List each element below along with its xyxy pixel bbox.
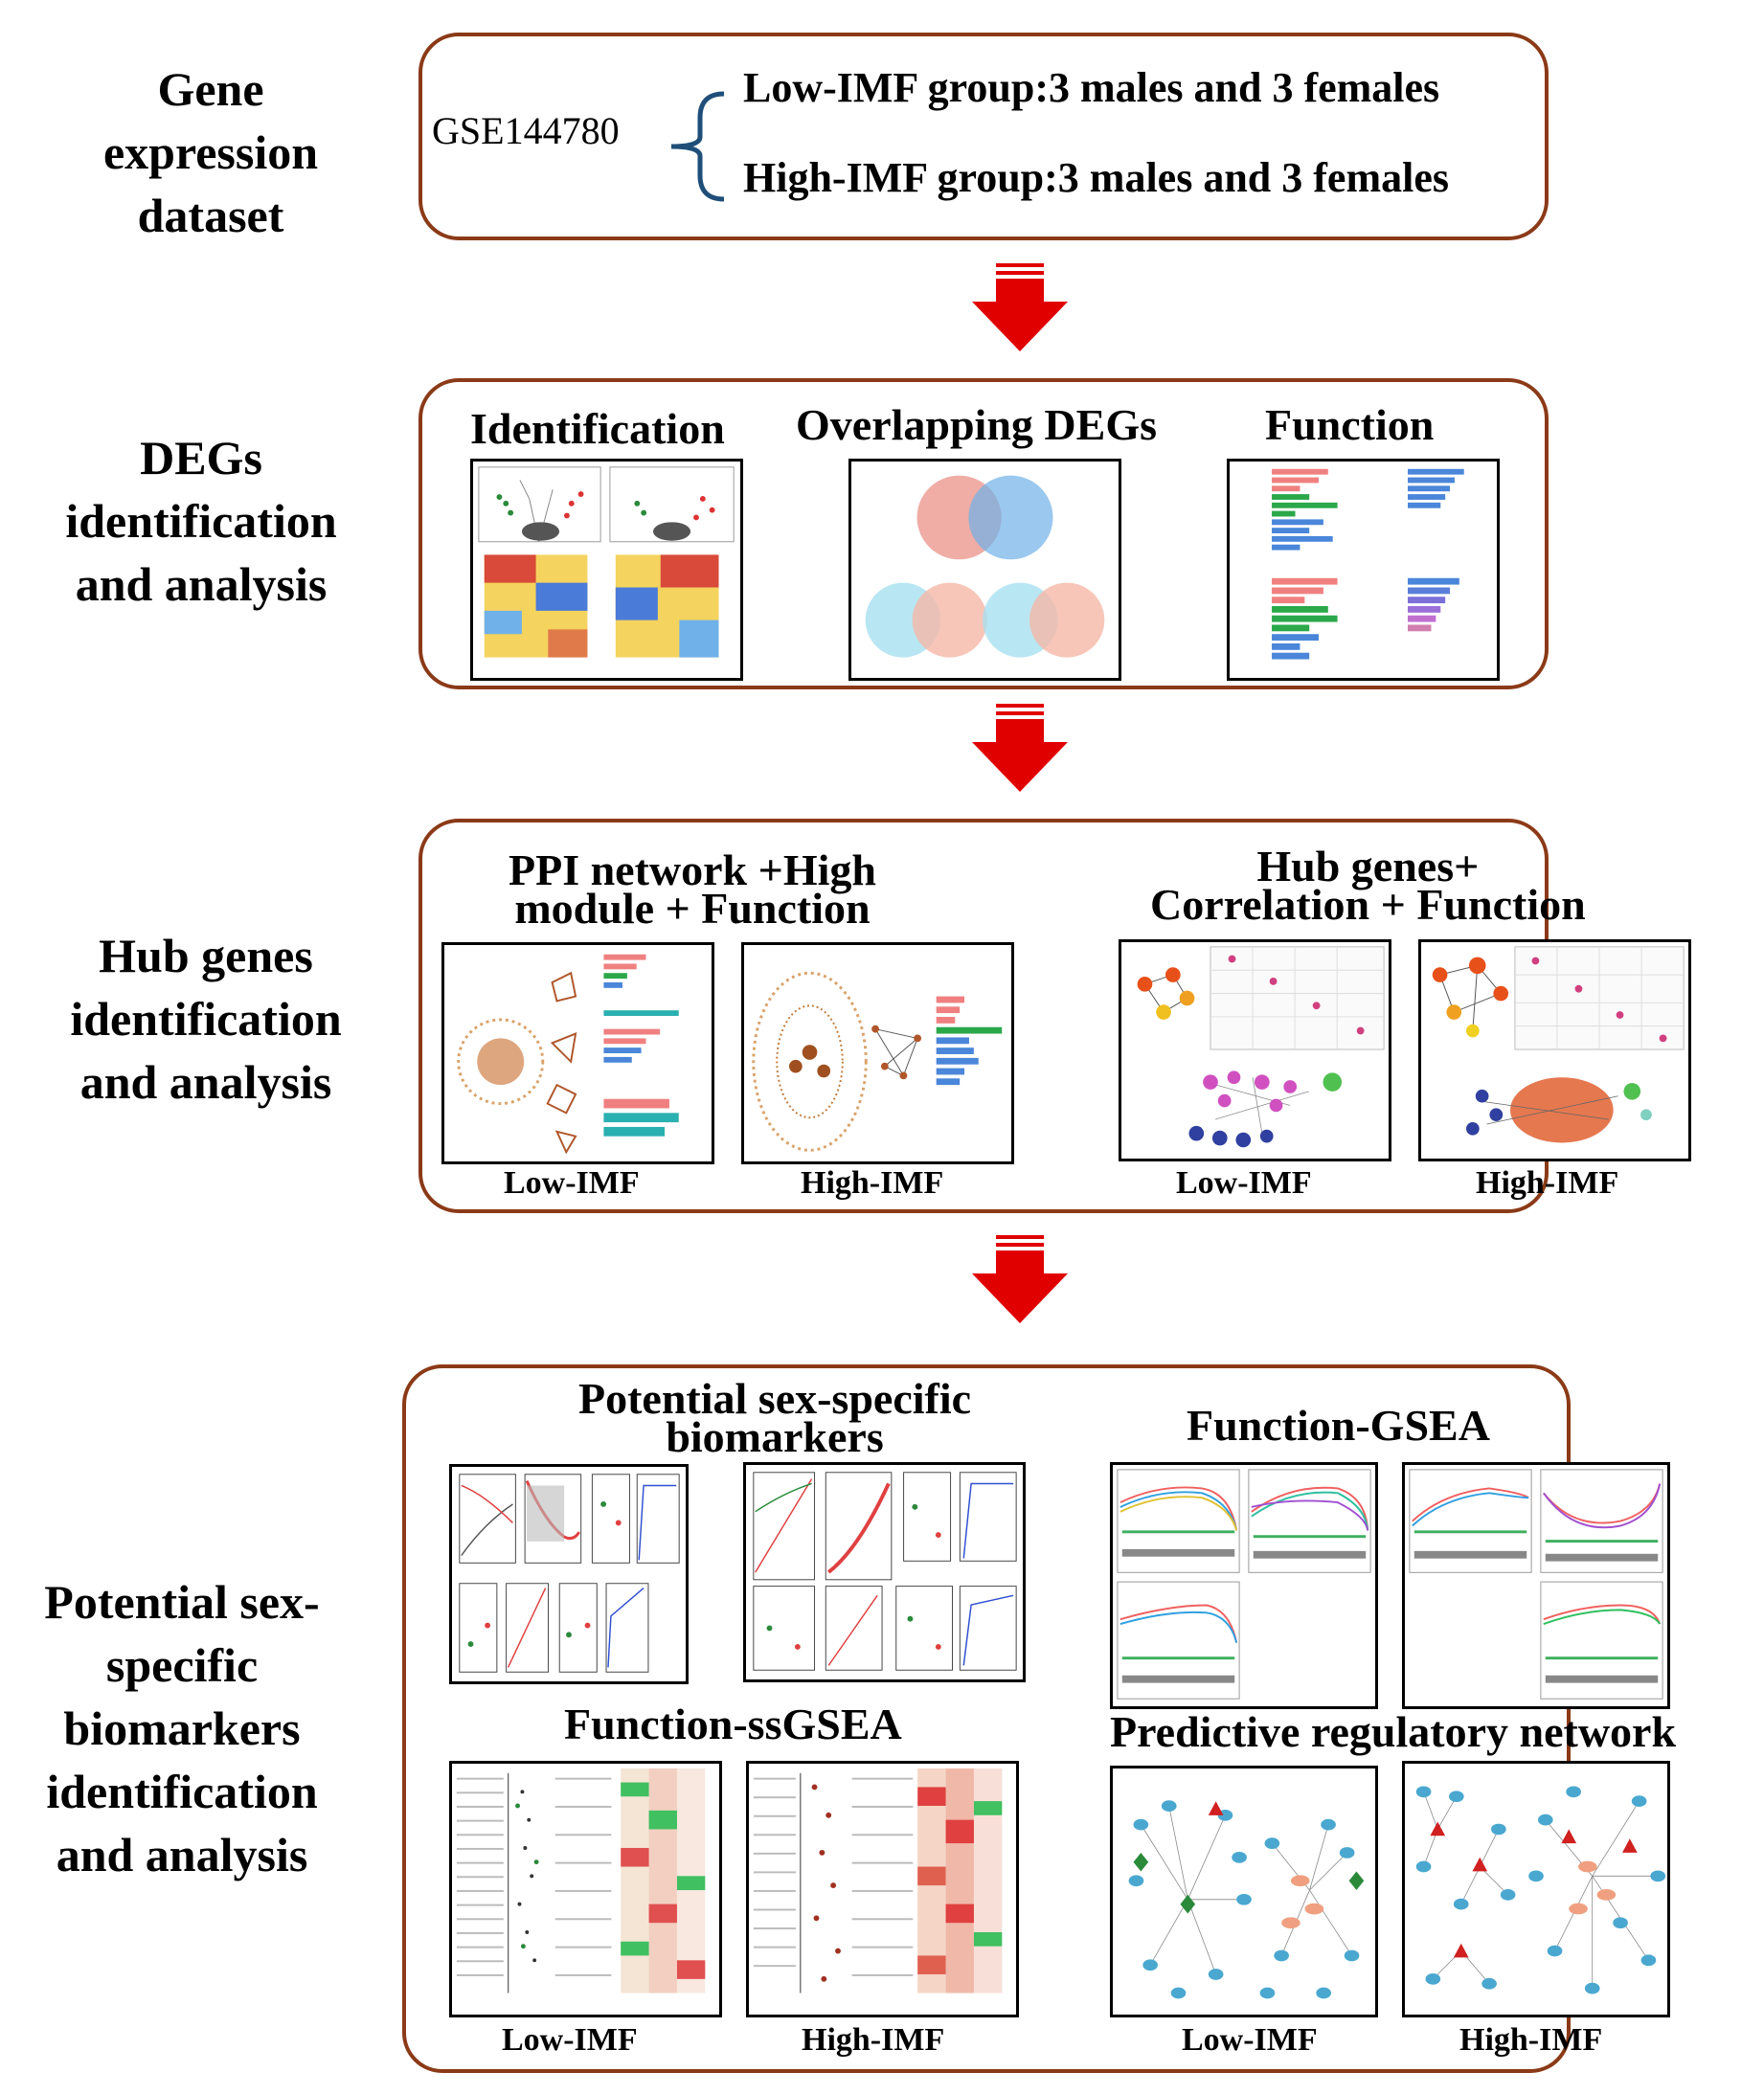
- bar-chart: [1272, 468, 1464, 660]
- identification-figure: [470, 459, 743, 681]
- ppi-low-figure: [441, 942, 714, 1164]
- biomarkers-low-figure: [449, 1464, 689, 1684]
- hubgenes-title-line: Hub genes+: [1256, 842, 1480, 890]
- degs-panel: Identification Overlapping DEGs Function: [418, 378, 1549, 689]
- ssgsea-low-figure: [449, 1761, 722, 2017]
- down-arrow-icon: [972, 263, 1068, 351]
- network-title: Predictive regulatory network: [1110, 1707, 1677, 1756]
- gsea-title: Function-GSEA: [1187, 1401, 1490, 1450]
- stage-label-hub: Hub genes identification and analysis: [29, 924, 383, 1114]
- stage-label-line: dataset: [137, 189, 284, 242]
- stage-label-line: and analysis: [56, 1828, 308, 1881]
- down-arrow-icon: [972, 1235, 1068, 1323]
- hub-panel: PPI network +High module + Function Hub …: [418, 819, 1691, 1213]
- stage-label-line: DEGs: [140, 431, 262, 484]
- overlapping-degs-title: Overlapping DEGs: [796, 400, 1158, 449]
- hubgenes-high-figure: [1418, 939, 1691, 1161]
- stage-label-biomarkers: Potential sex- specific biomarkers ident…: [10, 1570, 354, 1886]
- stage-label-line: expression: [102, 125, 319, 179]
- stage-label-line: and analysis: [75, 557, 328, 611]
- stage-label-line: Hub genes: [99, 929, 313, 982]
- heatmap-plot: [484, 554, 719, 658]
- stage-label-line: identification: [65, 494, 337, 548]
- bracket-icon: [670, 91, 725, 202]
- ppi-title: PPI network +High module + Function: [509, 845, 876, 933]
- stage-label-line: specific: [105, 1638, 259, 1692]
- hubgenes-low-label: Low-IMF: [1176, 1165, 1312, 1201]
- gsea-low-figure: [1110, 1462, 1378, 1709]
- network-high-figure: [1402, 1761, 1670, 2017]
- sex-biomarkers-title-line: biomarkers: [666, 1412, 884, 1461]
- hubgenes-high-label: High-IMF: [1476, 1165, 1619, 1201]
- ssgsea-high-label: High-IMF: [802, 2022, 945, 2058]
- volcano-plot: [478, 466, 735, 543]
- stage-label-line: and analysis: [79, 1055, 332, 1109]
- ppi-high-label: High-IMF: [801, 1165, 944, 1201]
- sex-biomarkers-title: Potential sex-specific biomarkers: [578, 1374, 972, 1461]
- ssgsea-low-label: Low-IMF: [502, 2022, 638, 2058]
- hubgenes-low-figure: [1119, 939, 1391, 1161]
- function-figure: [1227, 459, 1500, 681]
- stage-label-line: biomarkers: [63, 1701, 301, 1755]
- stage-label-line: Gene: [157, 62, 264, 116]
- network-high-label: High-IMF: [1459, 2022, 1603, 2058]
- biomarkers-panel: Potential sex-specific biomarkers Functi…: [402, 1364, 1676, 2073]
- ssgsea-high-figure: [746, 1761, 1019, 2017]
- ppi-title-line: PPI network +High: [509, 845, 876, 894]
- stage-label-dataset: Gene expression dataset: [57, 57, 364, 247]
- stage-label-line: identification: [70, 992, 342, 1046]
- hubgenes-title: Hub genes+ Correlation + Function: [1150, 842, 1586, 929]
- ssgsea-title: Function-ssGSEA: [564, 1700, 902, 1748]
- hubgenes-title-line: Correlation + Function: [1150, 880, 1586, 929]
- dataset-panel: GSE144780 Low-IMF group:3 males and 3 fe…: [418, 33, 1549, 240]
- identification-title: Identification: [470, 404, 725, 453]
- network-low-figure: [1110, 1766, 1378, 2017]
- stage-label-line: Potential sex-: [44, 1575, 320, 1629]
- sex-biomarkers-title-line: Potential sex-specific: [578, 1374, 972, 1423]
- stage-label-degs: DEGs identification and analysis: [29, 426, 373, 616]
- gsea-high-figure: [1402, 1462, 1670, 1709]
- high-group-label: High-IMF group:3 males and 3 females: [743, 154, 1449, 201]
- dataset-id: GSE144780: [432, 109, 620, 152]
- ppi-low-label: Low-IMF: [504, 1165, 640, 1201]
- stage-label-line: identification: [46, 1765, 318, 1818]
- venn-figure: [848, 459, 1121, 681]
- network-low-label: Low-IMF: [1182, 2022, 1318, 2058]
- biomarkers-high-figure: [743, 1462, 1026, 1682]
- down-arrow-icon: [972, 704, 1068, 792]
- function-title: Function: [1265, 400, 1435, 449]
- ppi-title-line: module + Function: [514, 884, 871, 933]
- ppi-high-figure: [741, 942, 1014, 1164]
- low-group-label: Low-IMF group:3 males and 3 females: [743, 64, 1440, 111]
